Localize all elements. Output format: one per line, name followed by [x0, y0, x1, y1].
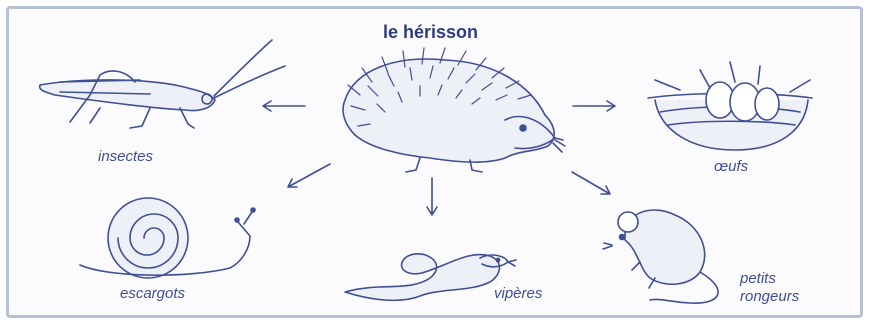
label-escargots: escargots: [120, 285, 185, 302]
label-rongeurs: rongeurs: [740, 288, 799, 305]
label-insectes: insectes: [98, 148, 153, 165]
snail-drawing: [80, 198, 255, 278]
mouse-drawing: [603, 210, 718, 303]
diagram-title: le hérisson: [383, 22, 478, 43]
hedgehog-drawing: [343, 48, 565, 172]
grasshopper-drawing: [40, 40, 285, 128]
nest-drawing: [648, 62, 812, 150]
label-oeufs: œufs: [714, 158, 748, 175]
viper-drawing: [345, 254, 516, 301]
label-petits: petits: [740, 270, 776, 287]
label-viperes: vipères: [494, 285, 542, 302]
